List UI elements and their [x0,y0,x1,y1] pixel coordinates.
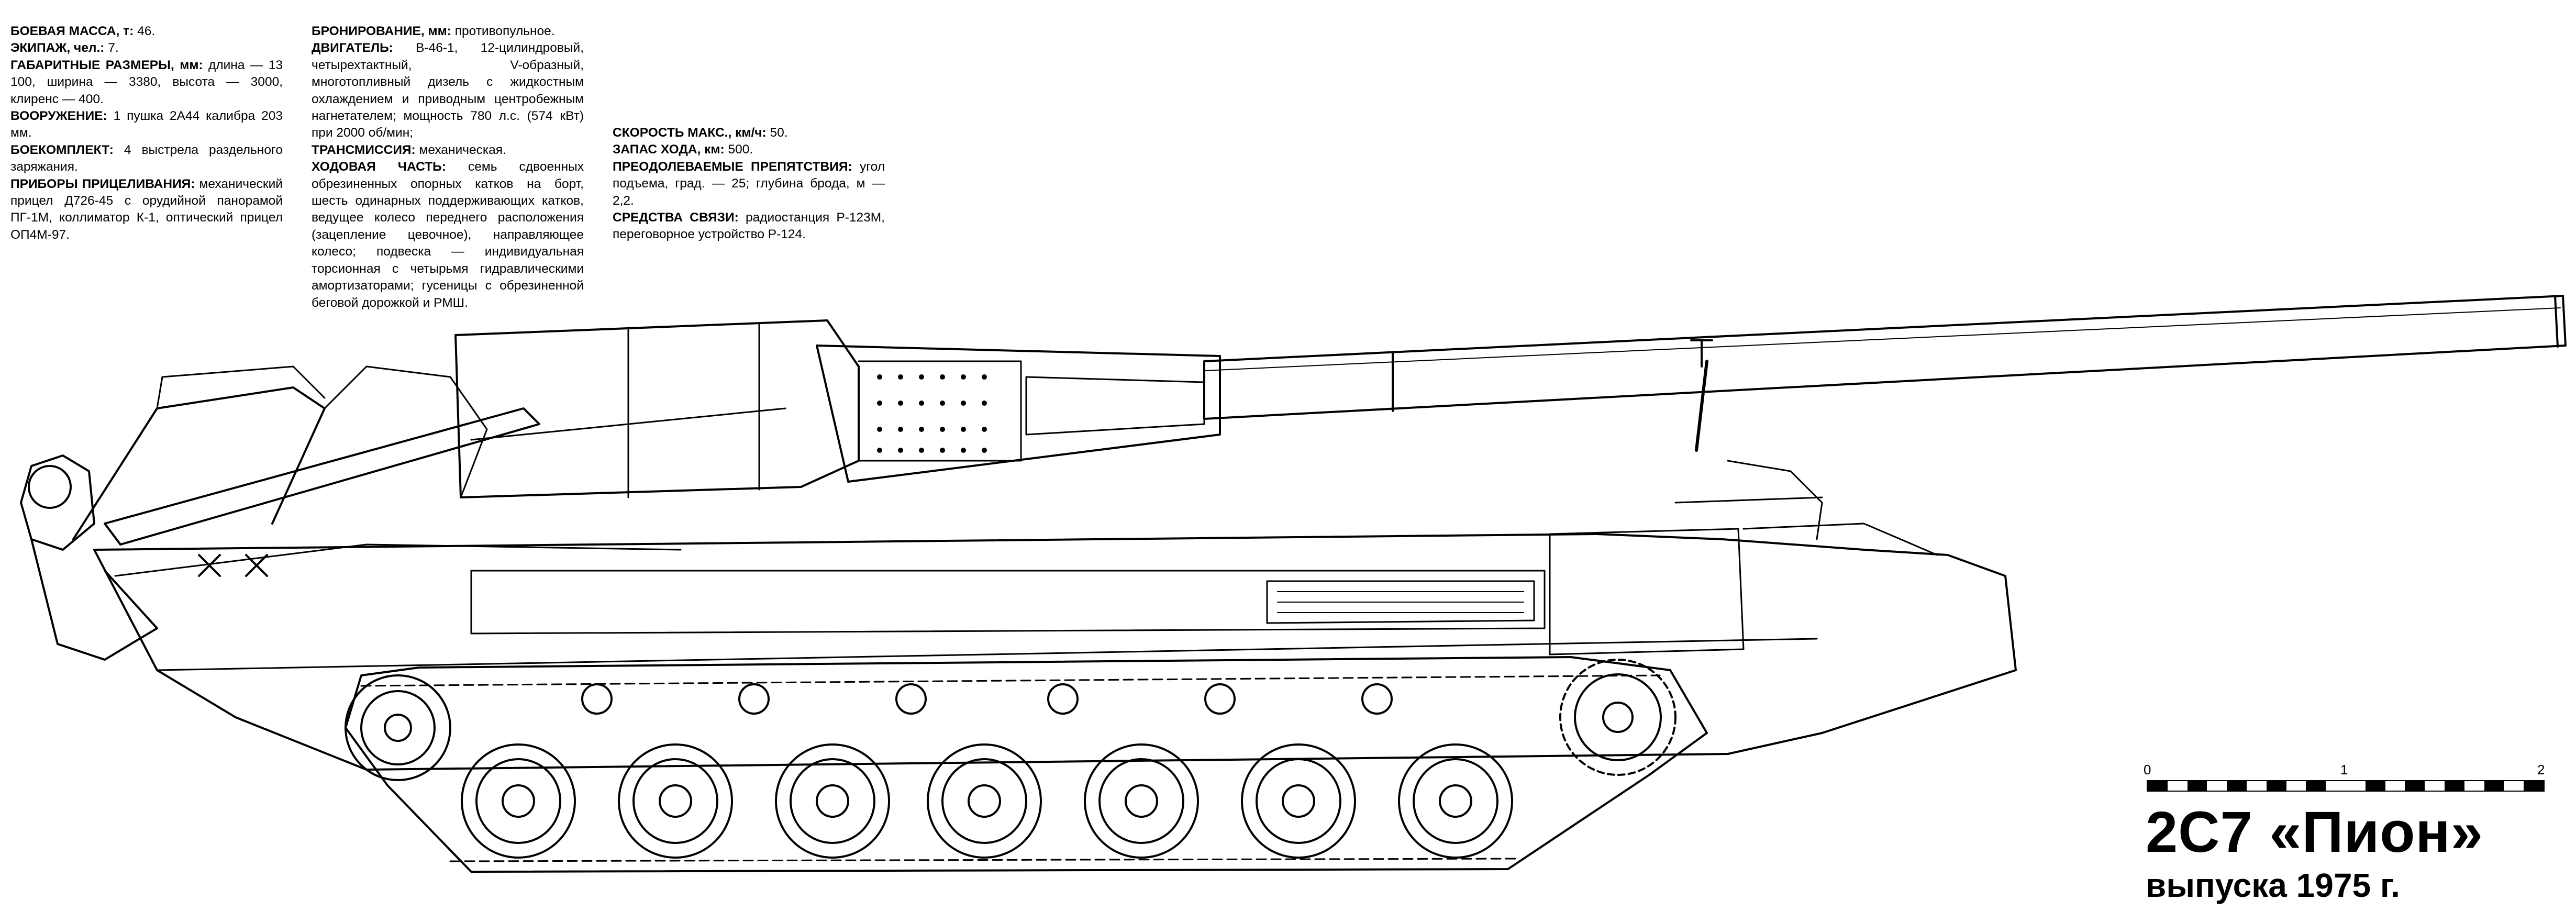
spec-label-crew: ЭКИПАЖ, чел.: [10,41,105,55]
spec-value-range: 500. [724,142,753,157]
track [345,656,1708,873]
spec-label-sights: ПРИБОРЫ ПРИЦЕЛИВАНИЯ: [10,176,195,191]
gun-barrel [1203,295,2567,420]
spec-label-running-gear: ХОДОВАЯ ЧАСТЬ: [312,160,446,174]
road-wheel [927,743,1042,859]
scale-bar-segments [2147,780,2545,792]
road-wheel [461,743,576,859]
spec-label-ammo: БОЕКОМПЛЕКТ: [10,142,114,157]
spec-label-engine: ДВИГАТЕЛЬ: [312,41,393,55]
spec-label-transmission: ТРАНСМИССИЯ: [312,142,416,157]
road-wheel [1241,743,1356,859]
spec-label-comms: СРЕДСТВА СВЯЗИ: [613,210,739,225]
specifications: БОЕВАЯ МАССА, т: 46. ЭКИПАЖ, чел.: 7. ГА… [10,23,885,310]
spec-label-armament: ВООРУЖЕНИЕ: [10,109,107,124]
scale-label-2: 2 [2537,762,2545,777]
spec-label-mass: БОЕВАЯ МАССА, т: [10,24,134,38]
scale-label-1: 1 [2340,762,2348,777]
spec-value-engine: В-46-1, 12-цилиндровый, четырехтактный, … [312,41,584,140]
road-wheel [1398,743,1513,859]
spec-column-2: БРОНИРОВАНИЕ, мм: противопульное. ДВИГАТ… [312,23,584,312]
scale-label-0: 0 [2144,762,2151,777]
vehicle-title: 2С7 «Пион» [2146,800,2484,864]
spec-label-speed: СКОРОСТЬ МАКС., км/ч: [613,126,767,140]
road-wheel [775,743,890,859]
spec-label-obstacles: ПРЕОДОЛЕВАЕМЫЕ ПРЕПЯТСТВИЯ: [613,159,852,174]
spec-value-ammo: 4 выстрела раздельного заряжания. [10,142,283,174]
spec-value-sights: механический прицел Д726-45 с орудийной … [10,176,283,242]
spec-label-armor: БРОНИРОВАНИЕ, мм: [312,24,451,38]
spec-value-speed: 50. [766,126,788,140]
spec-value-running-gear: семь сдвоенных обрезиненных опорных катк… [312,160,584,310]
road-wheel [618,743,733,859]
spec-value-armament: 1 пушка 2А44 калибра 203 мм. [10,109,283,140]
return-rollers [581,683,1393,715]
vehicle-subtitle: выпуска 1975 г. [2146,866,2400,904]
rear-loader-and-spade [20,365,682,661]
spec-value-mass: 46. [134,24,156,38]
scale-bar: 0 1 2 [2144,762,2545,804]
spec-value-comms: радиостанция Р-123М, переговорное устрой… [613,210,885,242]
spec-value-armor: противопульное. [451,24,555,38]
gun-cradle [454,319,1221,498]
cradle-rivets [877,374,987,453]
drive-sprocket [1559,659,1676,776]
hull [93,339,2017,771]
spec-value-crew: 7. [104,41,119,55]
spec-label-dimensions: ГАБАРИТНЫЕ РАЗМЕРЫ, мм: [10,58,203,72]
idler-wheel [345,674,451,781]
spec-value-transmission: механическая. [415,142,506,157]
spec-label-range: ЗАПАС ХОДА, км: [613,142,725,157]
spec-column-1: БОЕВАЯ МАССА, т: 46. ЭКИПАЖ, чел.: 7. ГА… [10,23,283,243]
spec-value-dimensions: длина — 13 100, ширина — 3380, высота — … [10,58,283,106]
road-wheels [461,743,1513,859]
spec-column-3: СКОРОСТЬ МАКС., км/ч: 50. ЗАПАС ХОДА, км… [613,125,885,243]
road-wheel [1084,743,1199,859]
spec-value-obstacles: угол подъема, град. — 25; глубина брода,… [613,159,885,208]
